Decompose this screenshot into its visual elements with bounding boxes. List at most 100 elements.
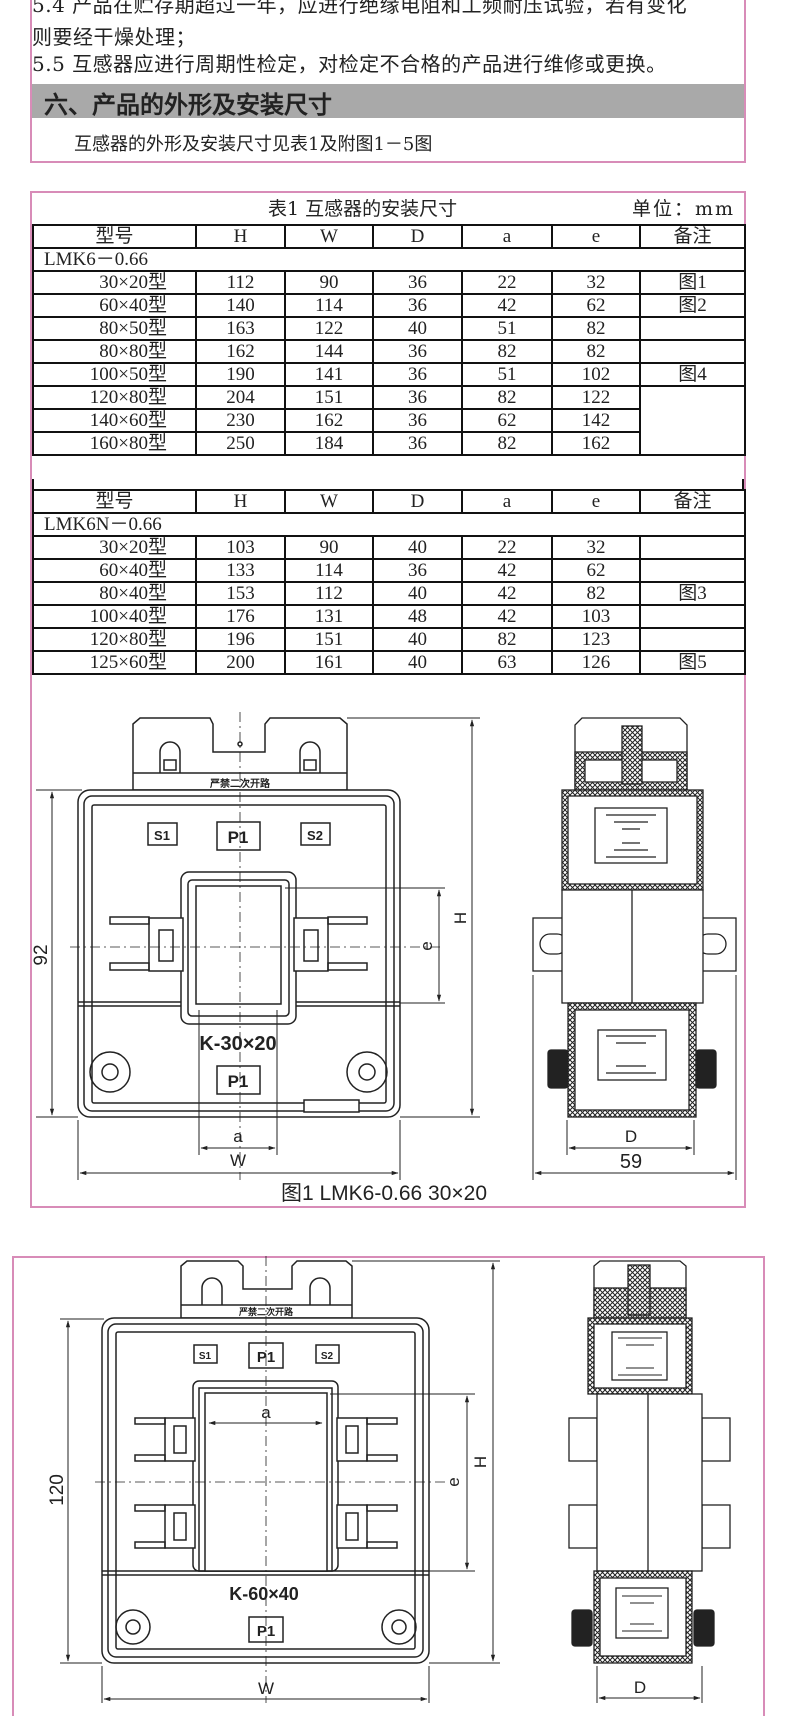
dim-a: a (261, 1403, 271, 1422)
remark-cell (639, 627, 746, 652)
model-cell: 80×80型 (32, 339, 197, 364)
value-cell: 42 (461, 293, 553, 318)
value-cell: 42 (461, 558, 553, 583)
value-cell: 151 (284, 385, 374, 410)
value-cell: 36 (372, 270, 463, 295)
table-unit: 单位：mm (632, 198, 736, 220)
value-cell: 82 (551, 581, 641, 606)
value-cell: 196 (195, 627, 286, 652)
figure2-box-left (12, 1256, 14, 1716)
terminal-s1: S1 (154, 828, 170, 843)
figure2-side-view (568, 1260, 731, 1664)
value-cell: 250 (195, 431, 286, 456)
value-cell: 82 (461, 339, 553, 364)
warning-label: 严禁二次开路 (209, 777, 271, 790)
value-cell: 36 (372, 293, 463, 318)
value-cell: 90 (284, 270, 374, 295)
value-cell: 176 (195, 604, 286, 629)
value-cell: 142 (551, 408, 641, 433)
series-name: LMK6N－0.66 (32, 512, 746, 537)
model-cell: 60×40型 (32, 558, 197, 583)
column-header: 备注 (639, 489, 746, 514)
value-cell: 103 (195, 535, 286, 560)
value-cell: 40 (372, 316, 463, 341)
model-cell: 100×40型 (32, 604, 197, 629)
table-box-left (30, 191, 32, 1208)
value-cell: 51 (461, 316, 553, 341)
model-cell: 100×50型 (32, 362, 197, 387)
figure2-side-dimensions (596, 1666, 703, 1703)
value-cell: 90 (284, 535, 374, 560)
terminal-s2: S2 (321, 1351, 334, 1362)
value-cell: 153 (195, 581, 286, 606)
figure1-side-dimensions (532, 975, 737, 1180)
column-header: 型号 (32, 489, 197, 514)
column-header: W (284, 224, 374, 249)
section-header: 六、产品的外形及安装尺寸 (32, 84, 744, 119)
model-mark: K-30×20 (199, 1033, 276, 1055)
dim-W: W (230, 1151, 246, 1170)
mount-hole-right (346, 1051, 388, 1093)
value-cell: 36 (372, 431, 463, 456)
model-cell: 160×80型 (32, 431, 197, 456)
model-cell: 140×60型 (32, 408, 197, 433)
intro-line-2: 则要经干燥处理； (32, 25, 196, 49)
value-cell: 40 (372, 650, 463, 675)
value-cell: 114 (284, 293, 374, 318)
value-cell: 40 (372, 627, 463, 652)
value-cell: 36 (372, 385, 463, 410)
box-border-left (30, 0, 32, 163)
terminal-p1-bottom: P1 (257, 1623, 275, 1640)
model-cell: 120×80型 (32, 385, 197, 410)
value-cell: 32 (551, 270, 641, 295)
value-cell: 82 (551, 339, 641, 364)
dim-D: D (634, 1678, 646, 1697)
model-cell: 125×60型 (32, 650, 197, 675)
section-title: 六、产品的外形及安装尺寸 (44, 91, 332, 119)
value-cell: 36 (372, 408, 463, 433)
clip-right (293, 916, 368, 972)
value-cell: 36 (372, 339, 463, 364)
terminal-s1: S1 (199, 1351, 212, 1362)
model-cell: 80×40型 (32, 581, 197, 606)
value-cell: 190 (195, 362, 286, 387)
value-cell: 62 (461, 408, 553, 433)
series-row: LMK6－0.66 (32, 247, 746, 272)
value-cell: 144 (284, 339, 374, 364)
value-cell: 163 (195, 316, 286, 341)
column-header: D (372, 489, 463, 514)
value-cell: 48 (372, 604, 463, 629)
terminal-p1: P1 (228, 828, 249, 847)
dim-e: e (417, 941, 436, 950)
model-cell: 30×20型 (32, 270, 197, 295)
column-header: 备注 (639, 224, 746, 249)
column-header: a (461, 489, 553, 514)
value-cell: 126 (551, 650, 641, 675)
column-header: D (372, 224, 463, 249)
remark-cell (639, 558, 746, 583)
value-cell: 112 (195, 270, 286, 295)
dim-height: 120 (47, 1474, 68, 1506)
table-box-bottom (30, 1206, 746, 1208)
value-cell: 51 (461, 362, 553, 387)
remark-cell: 图5 (639, 650, 746, 675)
remark-cell (639, 604, 746, 629)
value-cell: 140 (195, 293, 286, 318)
clip-left (109, 916, 184, 972)
model-cell: 60×40型 (32, 293, 197, 318)
intro-line-1: 5.4 产品在贮存期超过一年，应进行绝缘电阻和工频耐压试验，若有变化 (32, 0, 688, 17)
value-cell: 112 (284, 581, 374, 606)
remark-cell: 图2 (639, 293, 746, 318)
value-cell: 123 (551, 627, 641, 652)
figure1-dimensions (36, 717, 480, 1180)
value-cell: 42 (461, 581, 553, 606)
